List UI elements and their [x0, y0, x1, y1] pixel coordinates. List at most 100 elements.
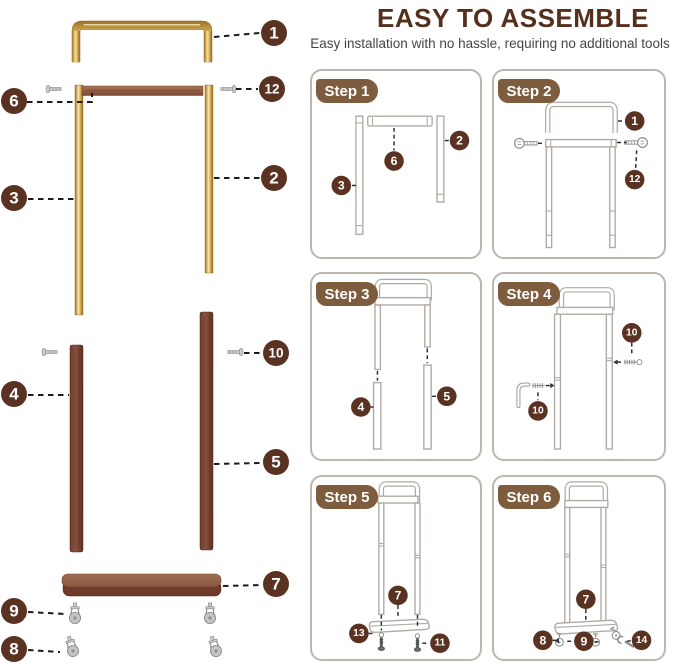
step6-badge-9: 9 — [574, 631, 594, 652]
step4-parts — [553, 287, 615, 450]
step-4-diagram: 10 10 — [516, 287, 643, 450]
part-handle — [71, 20, 213, 63]
svg-text:3: 3 — [9, 189, 18, 208]
leg-screw-right-icon — [227, 347, 244, 357]
svg-text:2: 2 — [269, 169, 278, 188]
step-5-diagram: 7 13 11 — [349, 481, 450, 653]
handle-screw-left-icon — [45, 84, 62, 94]
svg-text:5: 5 — [443, 389, 450, 403]
step5-badge-7: 7 — [388, 585, 408, 606]
part-badge-3: 3 — [1, 185, 27, 211]
step6-badge-14: 14 — [631, 630, 652, 651]
part-badge-1: 1 — [261, 20, 287, 46]
exploded-connectors — [27, 32, 263, 653]
step4-badge-10-bottom: 10 — [528, 401, 548, 421]
part-badge-7: 7 — [263, 571, 289, 597]
step-2-panel: Step 2 — [492, 69, 666, 259]
step6-wrench-icon — [616, 635, 635, 649]
casters-stem-row — [68, 602, 217, 625]
step3-badge-4: 4 — [351, 397, 371, 417]
step1-badge-2: 2 — [449, 130, 470, 151]
part-badge-6: 6 — [1, 88, 27, 114]
step5-badge-13: 13 — [349, 623, 369, 644]
step2-parts — [545, 101, 618, 249]
part-base — [61, 573, 222, 597]
page-title: EASY TO ASSEMBLE — [377, 3, 649, 33]
leg-screw-left-icon — [41, 347, 58, 357]
step-6-panel: Step 6 — [492, 475, 666, 661]
svg-text:11: 11 — [435, 638, 446, 649]
part-leg-right — [199, 311, 214, 551]
step4-allen-key-icon — [516, 382, 531, 409]
step2-bolt-right-icon — [624, 137, 648, 148]
svg-text:12: 12 — [629, 174, 641, 185]
step2-bolt-left-icon — [513, 137, 538, 149]
svg-text:7: 7 — [271, 575, 280, 594]
step4-screw-right-icon — [623, 359, 643, 366]
svg-text:14: 14 — [636, 635, 648, 646]
step2-badge-12: 12 — [624, 169, 645, 190]
exploded-view-diagram: 1 12 6 2 3 10 4 5 7 9 — [1, 20, 289, 662]
step1-parts — [355, 115, 445, 236]
step-3-panel: Step 3 4 5 — [310, 272, 482, 461]
step4-screw-left-icon — [532, 383, 545, 388]
casters-plate-row — [62, 634, 224, 659]
svg-text:7: 7 — [395, 588, 402, 602]
svg-text:1: 1 — [269, 24, 278, 43]
part-leg-left — [69, 344, 84, 553]
svg-text:9: 9 — [580, 634, 587, 648]
svg-text:10: 10 — [268, 346, 283, 361]
step6-parts — [554, 481, 619, 635]
svg-text:9: 9 — [9, 602, 18, 621]
part-badge-5: 5 — [263, 449, 289, 475]
step-1-panel: Step 1 6 2 3 — [310, 69, 482, 259]
step-6-diagram: 7 8 9 14 — [533, 481, 652, 652]
page-subtitle: Easy installation with no hassle, requir… — [310, 36, 670, 51]
svg-text:13: 13 — [353, 628, 365, 639]
part-pole-right — [204, 84, 214, 274]
svg-text:3: 3 — [338, 178, 345, 192]
step-2-diagram: 1 12 — [513, 101, 648, 249]
svg-text:12: 12 — [264, 82, 279, 97]
step5-bolt-left-icon — [377, 632, 385, 651]
part-badge-2: 2 — [261, 165, 287, 191]
step5-parts — [368, 481, 430, 634]
step1-badge-3: 3 — [331, 175, 352, 196]
part-crossbar — [81, 85, 204, 96]
svg-text:8: 8 — [539, 633, 546, 647]
part-pole-left — [74, 84, 84, 316]
step-6-label: Step 6 — [498, 485, 560, 509]
part-badge-8: 8 — [1, 636, 27, 662]
part-badge-10: 10 — [263, 340, 289, 366]
step1-badge-6: 6 — [384, 151, 404, 171]
step-1-label: Step 1 — [316, 79, 378, 103]
step-5-panel: Step 5 — [310, 475, 482, 661]
step3-parts — [372, 278, 432, 450]
svg-text:10: 10 — [532, 405, 544, 416]
svg-text:7: 7 — [582, 592, 589, 606]
step-4-label: Step 4 — [498, 282, 560, 306]
step4-badge-10-top: 10 — [621, 323, 642, 343]
svg-text:6: 6 — [9, 92, 18, 111]
svg-text:4: 4 — [357, 400, 364, 414]
svg-text:4: 4 — [9, 385, 19, 404]
step-2-label: Step 2 — [498, 79, 560, 103]
part-badge-4: 4 — [1, 381, 27, 407]
step3-badge-5: 5 — [437, 386, 457, 407]
step6-badge-7: 7 — [576, 589, 596, 610]
part-badge-9: 9 — [1, 598, 27, 624]
svg-text:8: 8 — [9, 640, 18, 659]
step6-badge-8: 8 — [533, 630, 553, 651]
step-3-diagram: 4 5 — [351, 278, 457, 450]
step-1-diagram: 6 2 3 — [331, 115, 470, 236]
part-badge-12: 12 — [259, 76, 285, 102]
svg-text:1: 1 — [631, 114, 638, 128]
step-5-label: Step 5 — [316, 485, 378, 509]
step-3-label: Step 3 — [316, 282, 378, 306]
step5-badge-11: 11 — [430, 633, 450, 653]
step2-badge-1: 1 — [624, 111, 645, 131]
handle-screw-right-icon — [220, 84, 237, 94]
step-4-panel: Step 4 — [492, 272, 666, 461]
step5-bolt-right-icon — [413, 633, 422, 652]
